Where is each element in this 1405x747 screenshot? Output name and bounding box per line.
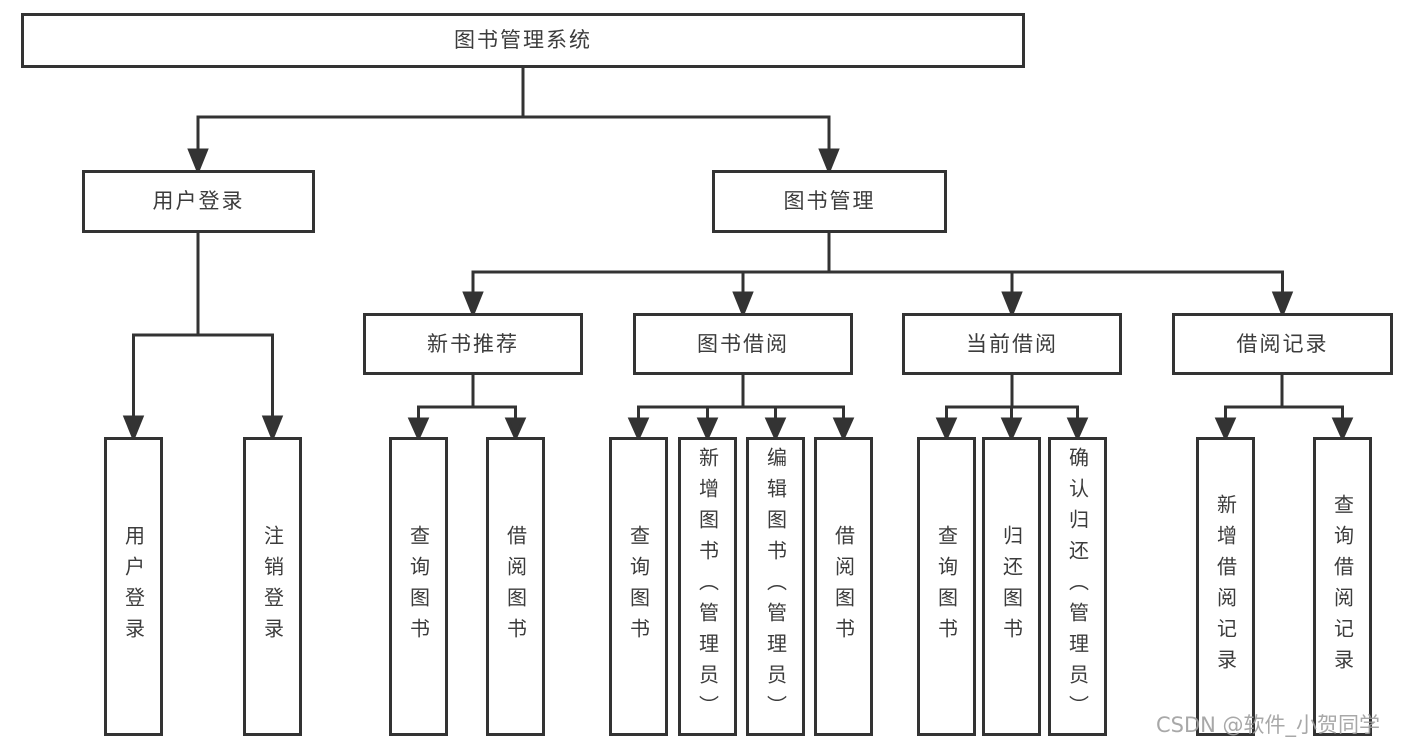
leaf-query-book-recommend-label: 查询图书: [406, 524, 431, 649]
arrowhead: [732, 291, 754, 318]
leaf-borrow-book-label: 借阅图书: [831, 524, 856, 649]
node-new-book-recommend-label: 新书推荐: [427, 331, 519, 356]
arrowhead: [627, 417, 650, 442]
arrowhead: [407, 417, 430, 442]
leaf-borrow-book: 借阅图书: [814, 437, 873, 736]
node-new-book-recommend: 新书推荐: [363, 313, 583, 375]
connector-book-borrow-children: [627, 375, 855, 442]
arrowhead: [818, 148, 840, 175]
node-book-borrow-label: 图书借阅: [697, 331, 789, 356]
watermark-text: CSDN @软件_小贺同学: [1156, 713, 1381, 737]
arrowhead: [1000, 417, 1023, 442]
arrowhead: [696, 417, 719, 442]
leaf-add-borrow-record: 新增借阅记录: [1196, 437, 1255, 736]
leaf-add-borrow-record-label: 新增借阅记录: [1213, 493, 1238, 680]
leaf-return-book-label: 归还图书: [999, 524, 1024, 649]
leaf-query-borrow-record: 查询借阅记录: [1313, 437, 1372, 736]
node-borrow-record-label: 借阅记录: [1236, 331, 1329, 356]
leaf-query-book-borrow: 查询图书: [609, 437, 668, 736]
arrowhead: [462, 291, 484, 318]
node-book-management: 图书管理: [712, 170, 947, 233]
leaf-user-login: 用户登录: [104, 437, 163, 736]
arrowhead: [187, 148, 209, 175]
leaf-query-book-current: 查询图书: [917, 437, 976, 736]
leaf-add-book-admin-label: 新增图书（管理员）: [695, 447, 720, 726]
arrowhead: [1001, 291, 1023, 318]
node-borrow-record: 借阅记录: [1172, 313, 1393, 375]
arrowhead: [1214, 417, 1237, 442]
leaf-edit-book-admin-label: 编辑图书（管理员）: [763, 447, 788, 726]
arrowhead: [122, 415, 145, 442]
leaf-logout: 注销登录: [243, 437, 302, 736]
leaf-return-book: 归还图书: [982, 437, 1041, 736]
connector-book-management-children: [462, 233, 1294, 318]
leaf-user-login-label: 用户登录: [121, 524, 146, 649]
node-user-login: 用户登录: [82, 170, 315, 233]
node-current-borrow-label: 当前借阅: [966, 331, 1058, 356]
connector-new-book-children: [407, 375, 527, 442]
leaf-borrow-book-recommend: 借阅图书: [486, 437, 545, 736]
connector-user-login-children: [122, 233, 284, 442]
arrowhead: [261, 415, 284, 442]
node-book-borrow: 图书借阅: [633, 313, 853, 375]
arrowhead: [832, 417, 855, 442]
leaf-query-book-recommend: 查询图书: [389, 437, 448, 736]
arrowhead: [1331, 417, 1354, 442]
node-user-login-label: 用户登录: [152, 189, 245, 213]
leaf-query-book-current-label: 查询图书: [934, 524, 959, 649]
leaf-confirm-return-admin: 确认归还（管理员）: [1048, 437, 1107, 736]
arrowhead: [764, 417, 787, 442]
arrowhead: [504, 417, 527, 442]
arrowhead: [1271, 291, 1294, 318]
node-book-management-label: 图书管理: [783, 189, 876, 213]
leaf-edit-book-admin: 编辑图书（管理员）: [746, 437, 805, 736]
leaf-query-borrow-record-label: 查询借阅记录: [1330, 493, 1355, 680]
leaf-borrow-book-recommend-label: 借阅图书: [503, 524, 528, 649]
node-library-system: 图书管理系统: [21, 13, 1025, 68]
connector-current-borrow-children: [935, 375, 1089, 442]
arrowhead: [935, 417, 958, 442]
node-current-borrow: 当前借阅: [902, 313, 1122, 375]
connector-borrow-record-children: [1214, 375, 1354, 442]
arrowhead: [1066, 417, 1089, 442]
connector-root-to-level1: [187, 68, 840, 175]
leaf-add-book-admin: 新增图书（管理员）: [678, 437, 737, 736]
node-library-system-label: 图书管理系统: [454, 28, 592, 52]
leaf-query-book-borrow-label: 查询图书: [626, 524, 651, 649]
leaf-confirm-return-admin-label: 确认归还（管理员）: [1065, 447, 1090, 726]
leaf-logout-label: 注销登录: [260, 524, 285, 649]
